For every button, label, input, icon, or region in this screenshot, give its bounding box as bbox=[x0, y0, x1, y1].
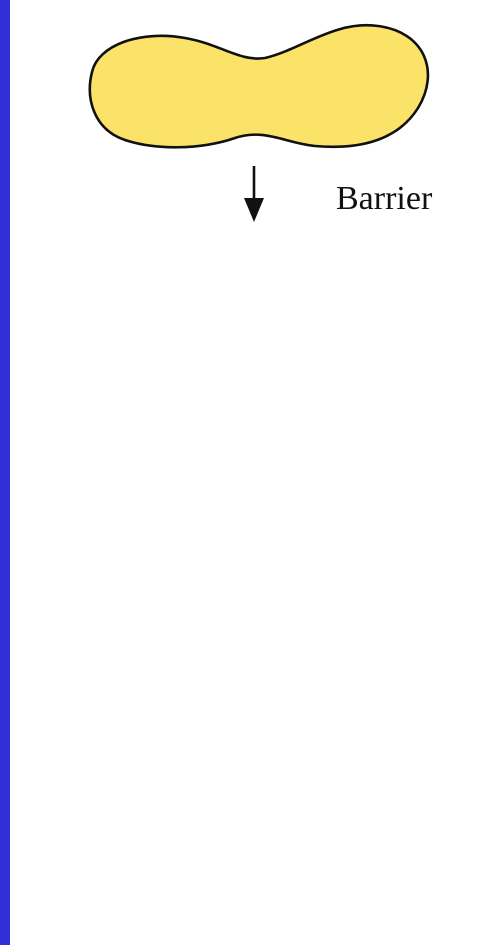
figure-panel bbox=[10, 0, 498, 945]
ancestral-population bbox=[88, 23, 430, 149]
barrier-label: Barrier bbox=[336, 180, 433, 217]
arrow-down-icon bbox=[244, 166, 264, 222]
